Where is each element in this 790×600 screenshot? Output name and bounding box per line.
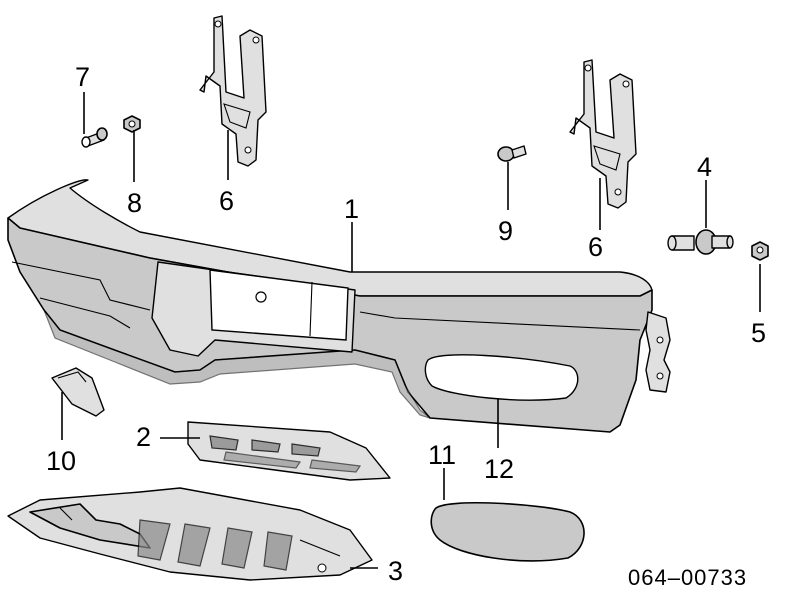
nut-5 [751,241,769,261]
callout-6-right: 6 [588,232,603,262]
callout-4: 4 [697,152,712,182]
callout-12: 12 [484,454,514,484]
fog-lamp-cover-11 [430,502,585,562]
callout-8: 8 [127,188,142,218]
callout-10: 10 [46,446,76,476]
nut-8 [123,115,141,133]
leader-lines [61,92,761,569]
callout-6-left: 6 [219,186,234,216]
splash-shield-2 [187,421,391,481]
isolator-4 [667,229,734,255]
mounting-bracket-left [199,15,267,167]
callout-1: 1 [344,194,359,224]
bumper-fascia [7,179,671,433]
callout-11: 11 [428,440,456,470]
callout-labels: 1 2 3 4 5 6 6 7 8 9 10 11 12 [46,62,766,586]
callout-2: 2 [136,422,151,452]
callout-5: 5 [751,318,766,348]
callout-3: 3 [388,556,403,586]
air-deflector-3 [7,487,373,581]
callout-9: 9 [498,216,513,246]
bolt-7 [81,127,108,148]
small-bracket-10 [51,367,105,417]
push-pin-9 [497,145,527,162]
mounting-bracket-right [569,59,637,209]
callout-7: 7 [75,62,90,92]
document-number: 064–00733 [628,565,747,590]
